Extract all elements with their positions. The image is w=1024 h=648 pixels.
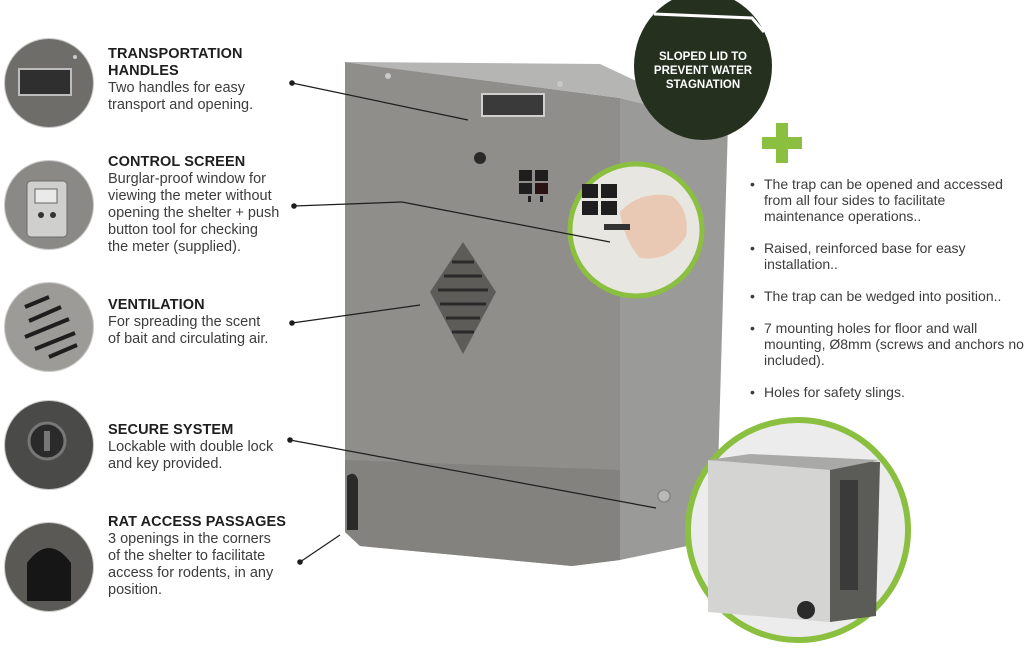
callout-lines [287,80,657,565]
feature-desc-line: access for rodents, in any [108,565,274,581]
feature-title: CONTROL SCREEN [108,154,246,170]
list-item: The trap can be opened and accessed from… [748,176,1024,224]
feature-rat-access-passages: RAT ACCESS PASSAGES 3 openings in the co… [108,514,308,599]
feature-desc-line: the meter (supplied). [108,239,241,255]
feature-transportation-handles: TRANSPORTATION HANDLES Two handles for e… [108,46,308,114]
feature-title: VENTILATION [108,297,205,313]
advantages-list: The trap can be opened and accessed from… [748,176,1024,416]
feature-desc-line: of the shelter to facilitate [108,548,266,564]
feature-desc-line: Burglar-proof window for [108,171,266,187]
handle-icon [4,38,94,128]
feature-desc-line: opening the shelter + push [108,205,280,221]
feature-desc-line: button tool for checking [108,222,258,238]
mounting-hole [474,152,486,164]
list-item: Holes for safety slings. [748,384,1024,400]
lid-badge-line: PREVENT WATER [653,65,753,77]
key-inset-window-icon [582,184,687,259]
lock-icon [4,400,94,490]
list-item: Raised, reinforced base for easy install… [748,240,1024,272]
ventilation-icon [4,282,94,372]
cabinet-base [345,460,620,566]
lid-stroke-icon [653,12,766,33]
feature-ventilation: VENTILATION For spreading the scent of b… [108,297,308,348]
feature-desc-line: transport and opening. [108,97,254,113]
ventilation-grille-icon [430,242,496,354]
sloped-lid-badge: SLOPED LID TO PREVENT WATER STAGNATION [634,0,772,140]
control-window-icon [519,170,548,202]
list-item: The trap can be wedged into position.. [748,288,1024,304]
rat-passage-icon [4,522,94,612]
screw-icon [385,73,391,79]
feature-desc-line: Lockable with double lock [108,439,274,455]
feature-desc-line: and key provided. [108,456,223,472]
feature-title: RAT ACCESS PASSAGES [108,514,287,530]
feature-desc-line: For spreading the scent [108,314,261,330]
control-screen-icon [4,160,94,250]
feature-control-screen: CONTROL SCREEN Burglar-proof window for … [108,154,308,256]
feature-desc-line: of bait and circulating air. [108,331,269,347]
lid-badge-line: STAGNATION [665,79,741,91]
plus-icon [762,123,802,163]
feature-title: TRANSPORTATION HANDLES [108,46,243,79]
feature-desc-line: viewing the meter without [108,188,272,204]
lock-icon [657,489,671,503]
feature-desc-line: Two handles for easy [108,80,246,96]
feature-desc-line: position. [108,582,163,598]
lid-badge-text: SLOPED LID TO PREVENT WATER STAGNATION [648,50,758,92]
handle-slot [481,93,545,117]
open-cabinet-illustration [708,454,880,622]
feature-secure-system: SECURE SYSTEM Lockable with double lock … [108,422,308,473]
screw-icon [557,81,563,87]
lid-badge-line: SLOPED LID TO [659,51,747,63]
rat-passage-opening [347,473,358,530]
list-item: 7 mounting holes for floor and wall moun… [748,320,1024,368]
feature-desc-line: 3 openings in the corners [108,531,271,547]
feature-title: SECURE SYSTEM [108,422,234,438]
